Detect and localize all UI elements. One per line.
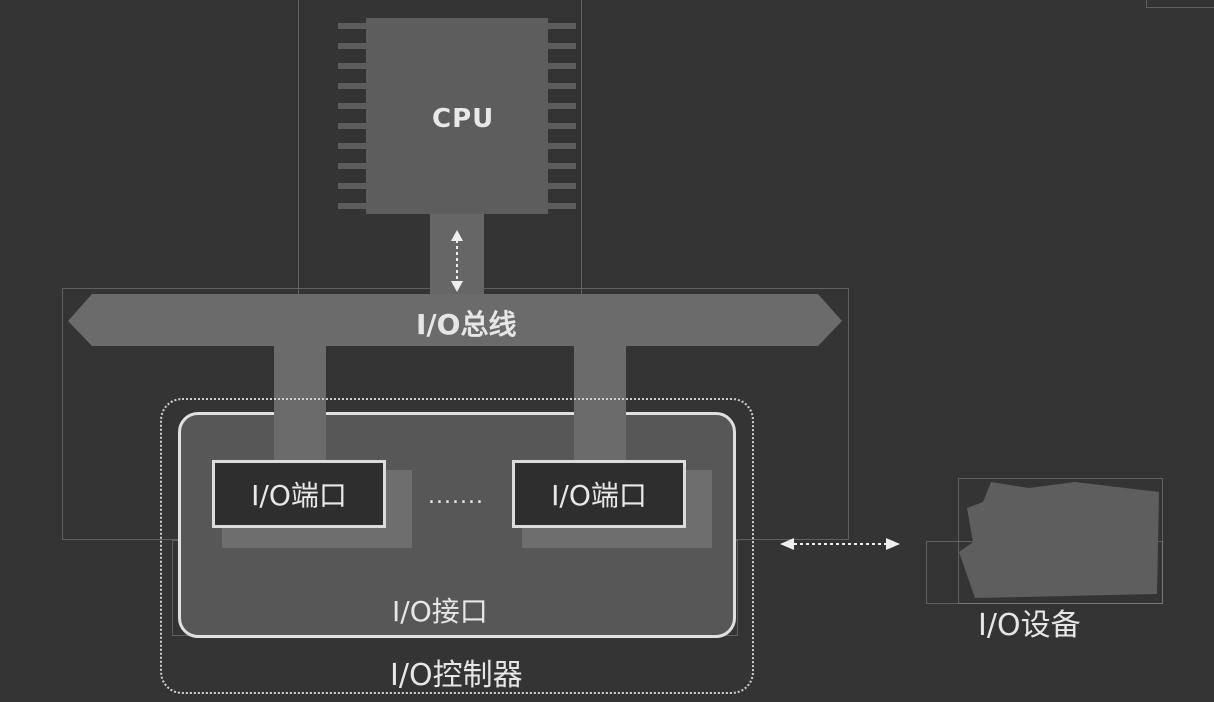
- io-device-shape: [959, 482, 1159, 598]
- cpu-pin: [548, 163, 576, 169]
- io-port-left: I/O端口: [212, 460, 386, 528]
- cpu-body: [366, 18, 548, 214]
- io-port-right-label: I/O端口: [551, 479, 647, 512]
- cpu-pin: [338, 123, 366, 129]
- io-controller-label: I/O控制器: [390, 658, 523, 693]
- cpu-pin: [338, 203, 366, 209]
- io-controller: [160, 398, 754, 694]
- cpu-pin: [338, 183, 366, 189]
- io-bus-label: I/O总线: [416, 308, 517, 341]
- cpu-pin: [338, 83, 366, 89]
- cpu-pin: [548, 183, 576, 189]
- cpu-pin: [548, 143, 576, 149]
- device-link-arrow-icon: [780, 538, 900, 550]
- cpu-pin: [548, 23, 576, 29]
- connector-overlap-left: [274, 406, 326, 462]
- selection-box-corner[interactable]: [1146, 0, 1214, 8]
- port-ellipsis: .......: [428, 484, 484, 509]
- io-port-left-label: I/O端口: [251, 479, 347, 512]
- double-arrow-icon: [451, 230, 463, 292]
- cpu-pin: [338, 143, 366, 149]
- cpu-pin: [338, 43, 366, 49]
- io-device-label: I/O设备: [978, 608, 1081, 643]
- cpu-pin: [548, 123, 576, 129]
- cpu-pin: [548, 203, 576, 209]
- cpu-pin: [338, 163, 366, 169]
- cpu-pin: [338, 103, 366, 109]
- cpu-pin: [548, 103, 576, 109]
- cpu-pin: [548, 43, 576, 49]
- cpu-label: CPU: [432, 104, 495, 134]
- io-bus: [68, 294, 842, 346]
- cpu-pin: [548, 83, 576, 89]
- connector-overlap-right: [574, 406, 626, 462]
- cpu-pin: [338, 23, 366, 29]
- io-port-right: I/O端口: [512, 460, 686, 528]
- io-interface-label: I/O接口: [392, 595, 488, 628]
- cpu-pin: [548, 63, 576, 69]
- cpu-pin: [338, 63, 366, 69]
